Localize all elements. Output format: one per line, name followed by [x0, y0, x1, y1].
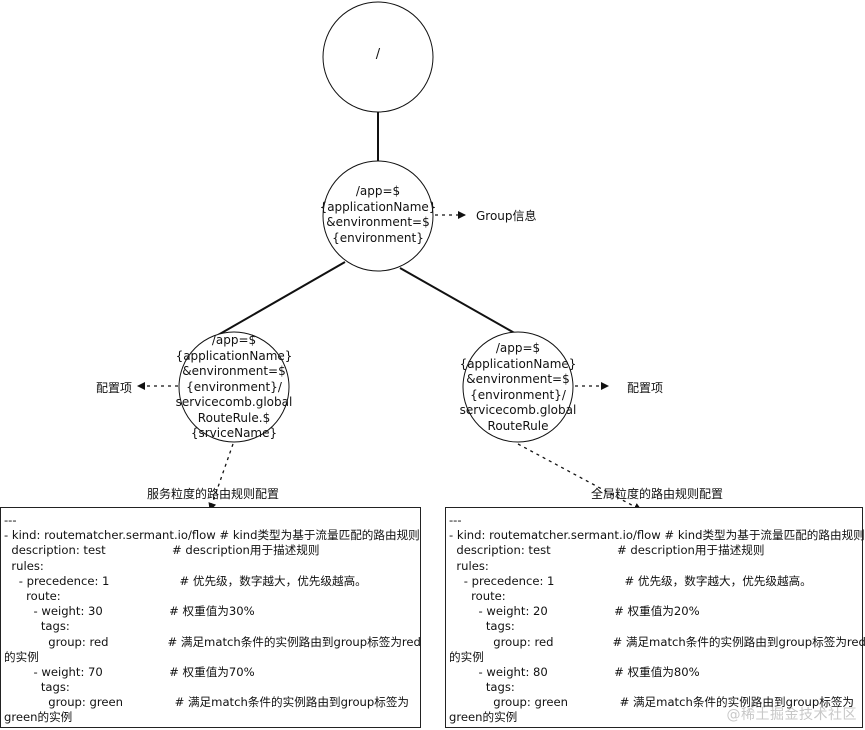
watermark: @稀土掘金技术社区 [726, 707, 857, 723]
config-item-right-label: 配置项 [627, 381, 664, 395]
config-line: 的实例 [449, 649, 484, 664]
config-line: - kind: routematcher.sermant.io/flow # k… [4, 528, 420, 543]
global-rule-arrow [517, 443, 642, 511]
config-line: tags: [4, 680, 70, 695]
config-line: route: [449, 588, 506, 603]
config-line: description: test # description用于描述规则 [4, 543, 320, 558]
config-line: rules: [4, 558, 44, 573]
config-line: description: test # description用于描述规则 [449, 543, 765, 558]
global-rule-config-box: --- - kind: routematcher.sermant.io/flow… [445, 507, 865, 728]
group-node [322, 160, 434, 272]
edge-group-to-global [399, 267, 519, 336]
root-node-label: / [375, 47, 381, 62]
config-line: - precedence: 1 # 优先级，数字越大，优先级越高。 [449, 573, 812, 588]
config-line: route: [4, 588, 61, 603]
config-line: - weight: 30 # 权重值为30% [4, 604, 255, 619]
config-line: rules: [449, 558, 489, 573]
config-line: tags: [449, 619, 515, 634]
config-line: group: red # 满足match条件的实例路由到group标签为red [4, 634, 421, 649]
service-rule-node-label: /app=$ {applicationName} &environment=$ … [175, 333, 293, 440]
global-rule-node [462, 331, 574, 443]
group-info-label: Group信息 [476, 209, 537, 223]
config-line: 的实例 [4, 649, 39, 664]
config-line: --- [4, 513, 17, 527]
group-node-label: /app=$ {applicationName} &environment=$ … [319, 184, 437, 245]
config-item-left-label: 配置项 [96, 381, 133, 395]
service-rule-node [178, 331, 290, 443]
config-line: - weight: 20 # 权重值为20% [449, 604, 700, 619]
global-rule-node-label: /app=$ {applicationName} &environment=$ … [459, 341, 577, 433]
config-line: green的实例 [449, 710, 518, 725]
config-line: green的实例 [4, 710, 73, 725]
config-line: group: green # 满足match条件的实例路由到group标签为 [449, 695, 855, 710]
config-line: group: red # 满足match条件的实例路由到group标签为red [449, 634, 865, 649]
config-line: tags: [449, 680, 515, 695]
service-rule-arrow [208, 443, 234, 511]
service-rule-config-box: --- - kind: routematcher.sermant.io/flow… [0, 507, 421, 728]
root-node [322, 1, 434, 113]
config-line: - weight: 80 # 权重值为80% [449, 664, 700, 679]
config-line: - precedence: 1 # 优先级，数字越大，优先级越高。 [4, 573, 367, 588]
config-line: - weight: 70 # 权重值为70% [4, 664, 255, 679]
config-line: tags: [4, 619, 70, 634]
config-line: - kind: routematcher.sermant.io/flow # k… [449, 528, 865, 543]
service-rule-caption: 服务粒度的路由规则配置 [147, 487, 280, 501]
config-line: group: green # 满足match条件的实例路由到group标签为 [4, 695, 410, 710]
config-line: --- [449, 513, 462, 527]
edge-group-to-service [217, 261, 346, 336]
global-rule-caption: 全局粒度的路由规则配置 [591, 487, 724, 501]
